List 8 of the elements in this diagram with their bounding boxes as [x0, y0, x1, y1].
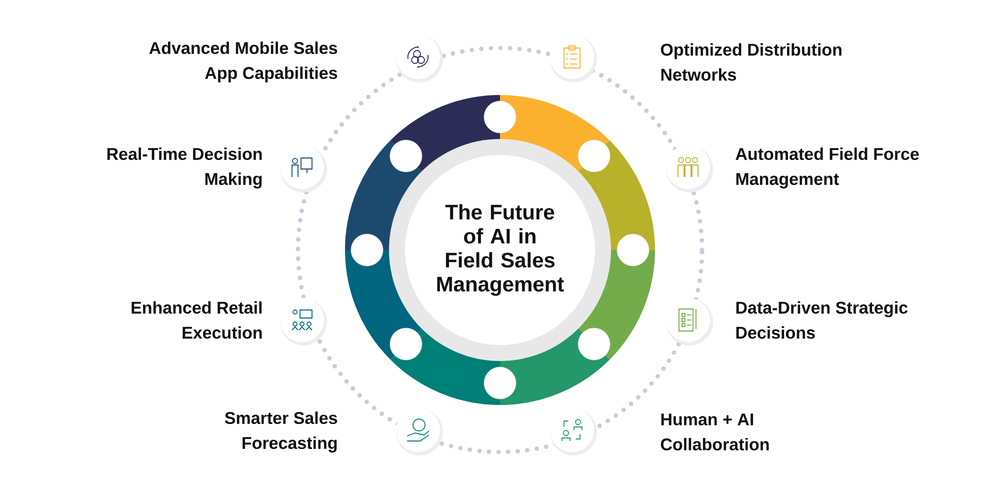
feature-label: Real-Time Decision Making	[107, 148, 262, 188]
feature-label: Automated Field Force Management	[736, 148, 919, 188]
feature-label: Advanced Mobile Sales App Capabilities	[149, 42, 338, 82]
feature-label: Data-Driven Strategic Decisions	[736, 301, 908, 339]
feature-label: Optimized Distribution Networks	[660, 43, 842, 81]
feature-label: Human + AI Collaboration	[660, 414, 769, 450]
feature-label: Enhanced Retail Execution	[132, 301, 262, 339]
feature-label: Smarter Sales Forecasting	[224, 412, 338, 452]
